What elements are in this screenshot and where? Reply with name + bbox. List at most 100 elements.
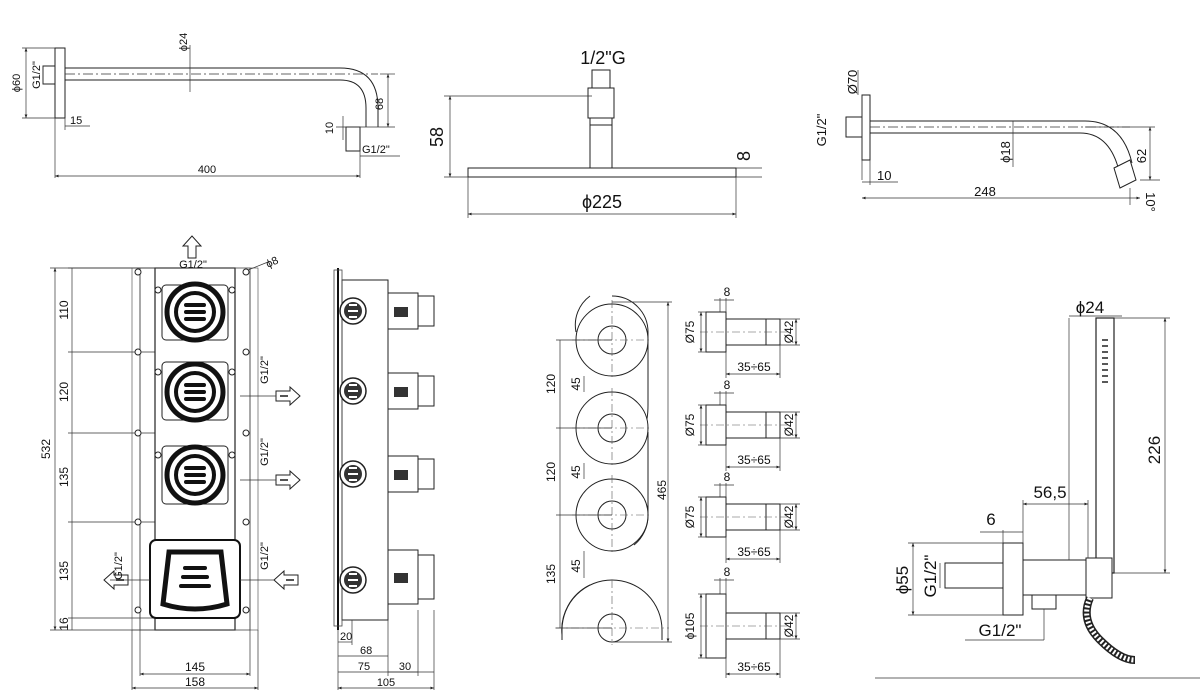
hand-offset: 56,5 (1033, 483, 1066, 502)
arm-b-flange (861, 94, 871, 161)
trim-plate-front-view: 465 120 120 135 45 45 45 (544, 295, 672, 645)
handle-4-projection: 35÷65 (737, 660, 771, 674)
side-port-2-icon (339, 377, 367, 405)
hand-dia-flange: ϕ55 (893, 566, 912, 594)
bracket-body (1022, 559, 1089, 596)
outlet-nut (345, 126, 361, 152)
trim-g2: 45 (569, 465, 583, 479)
handle-2-rosette: Ø75 (683, 413, 697, 436)
side-d1: 20 (340, 631, 352, 643)
side-d2: 68 (360, 645, 372, 657)
trim-g3: 45 (569, 559, 583, 573)
shower-arm-side-view: Ø70 G1/2" ϕ18 10 248 62 10° (814, 70, 1160, 212)
handle-side-view-2: 8 Ø75 Ø42 35÷65 (683, 378, 800, 471)
valve-out-thread-2: G1/2" (259, 438, 271, 466)
trim-total-height: 465 (655, 480, 669, 500)
side-total-depth: 105 (377, 677, 395, 689)
side-port-4-icon (339, 566, 367, 594)
arm-b-tip (1113, 159, 1137, 189)
handle-3-rosette: Ø75 (683, 505, 697, 528)
hand-shower-bracket-view: ϕ24 226 56,5 6 ϕ55 G1/2" G1/2" (875, 298, 1200, 679)
side-port-3-icon (339, 460, 367, 488)
valve-h2: 120 (57, 382, 71, 402)
valve-h4: 135 (57, 561, 71, 581)
valve-total-height: 532 (39, 439, 53, 459)
handle-side-view-4: 8 ϕ105 Ø42 35÷65 (683, 565, 800, 678)
arm-a-tip: 10 (324, 122, 336, 134)
head-height: 58 (427, 127, 447, 147)
trim-s3: 135 (544, 564, 558, 584)
arm-b-dia-arm: ϕ18 (998, 141, 1013, 163)
handle-3-top: 8 (724, 470, 731, 484)
handle-1-rosette: Ø75 (683, 320, 697, 343)
flow-in-right-icon (273, 570, 299, 590)
wall-flange (54, 47, 66, 119)
handle-1-top: 8 (724, 285, 731, 299)
cartridge-2-icon (167, 364, 223, 420)
handle-3-knob: Ø42 (782, 505, 796, 528)
head-disc (467, 167, 737, 178)
cartridge-3-icon (167, 447, 223, 503)
hand-thread-hose: G1/2" (979, 621, 1022, 640)
handle-4-rosette: ϕ105 (683, 612, 697, 639)
shower-head-side-view: 1/2"G 58 8 ϕ225 (427, 48, 762, 218)
inlet-nipple (42, 65, 56, 85)
trim-s1: 120 (544, 374, 558, 394)
handle-side-view-3: 8 Ø75 Ø42 35÷65 (683, 470, 800, 563)
arm-b-thread: G1/2" (814, 113, 829, 146)
side-cartridges (387, 292, 435, 605)
valve-out-thread-1: G1/2" (259, 356, 271, 384)
valve-inner-width: 145 (185, 660, 205, 674)
valve-h5: 16 (57, 617, 71, 631)
valve-outer-width: 158 (185, 675, 205, 689)
hand-length: 226 (1145, 436, 1164, 464)
shower-arm-wall-view: ϕ60 G1/2" ϕ24 15 400 68 10 G1/2" (11, 33, 400, 178)
flow-out-top-icon (181, 235, 203, 259)
valve-h3: 135 (57, 467, 71, 487)
handle-1-projection: 35÷65 (737, 360, 771, 374)
valve-h1: 110 (57, 300, 71, 319)
valve-body-front-view: 532 110 120 135 135 16 G1/2" ϕ8 G1/2" G1… (39, 235, 301, 690)
trim-g1: 45 (569, 377, 583, 391)
head-connector-nut (587, 87, 615, 119)
side-d3: 75 (358, 661, 370, 673)
hand-thread-wall: G1/2" (921, 555, 940, 598)
valve-in-thread-left: G1/2" (113, 552, 125, 580)
hand-flange-depth: 6 (986, 510, 995, 529)
valve-body-side-view: 20 68 75 30 105 (333, 268, 435, 690)
handle-2-knob: Ø42 (782, 413, 796, 436)
head-connector-top (591, 69, 611, 89)
head-diameter: ϕ225 (582, 192, 622, 212)
mount-screws (134, 268, 250, 614)
flow-out-2-icon (275, 470, 301, 490)
handle-side-view-1: 8 Ø75 Ø42 35÷65 (683, 285, 800, 378)
handle-1-knob: Ø42 (782, 320, 796, 343)
head-thickness: 8 (734, 151, 754, 161)
arm-a-drop: 68 (374, 98, 386, 110)
wall-nipple (944, 562, 1004, 589)
arm-a-dia-arm: ϕ24 (178, 33, 190, 51)
head-thread: 1/2"G (580, 48, 625, 68)
arm-a-dia-outer: ϕ60 (11, 74, 23, 92)
handle-4-knob: Ø42 (782, 614, 796, 637)
handle-2-top: 8 (724, 378, 731, 392)
hand-shower-flange (1002, 542, 1024, 616)
valve-top-thread: G1/2" (179, 259, 207, 271)
handle-3-projection: 35÷65 (737, 545, 771, 559)
cartridge-1-icon (167, 284, 223, 340)
side-port-1-icon (339, 297, 367, 325)
thermostatic-cartridge-icon (160, 549, 230, 612)
arm-b-wall-depth: 10 (877, 168, 891, 183)
arm-a-thread-out: G1/2" (362, 144, 390, 156)
valve-in-thread-right: G1/2" (259, 542, 271, 570)
handle-4-top: 8 (724, 565, 731, 579)
arm-a-thread-in: G1/2" (31, 61, 43, 89)
flow-out-1-icon (275, 386, 301, 406)
valve-hole-dia: ϕ8 (264, 255, 280, 271)
hand-dia-handle: ϕ24 (1076, 298, 1104, 317)
arm-b-dia-flange: Ø70 (845, 70, 860, 95)
trim-s2: 120 (544, 462, 558, 482)
side-d4: 30 (399, 661, 411, 673)
arm-a-wall-depth: 15 (70, 115, 82, 127)
